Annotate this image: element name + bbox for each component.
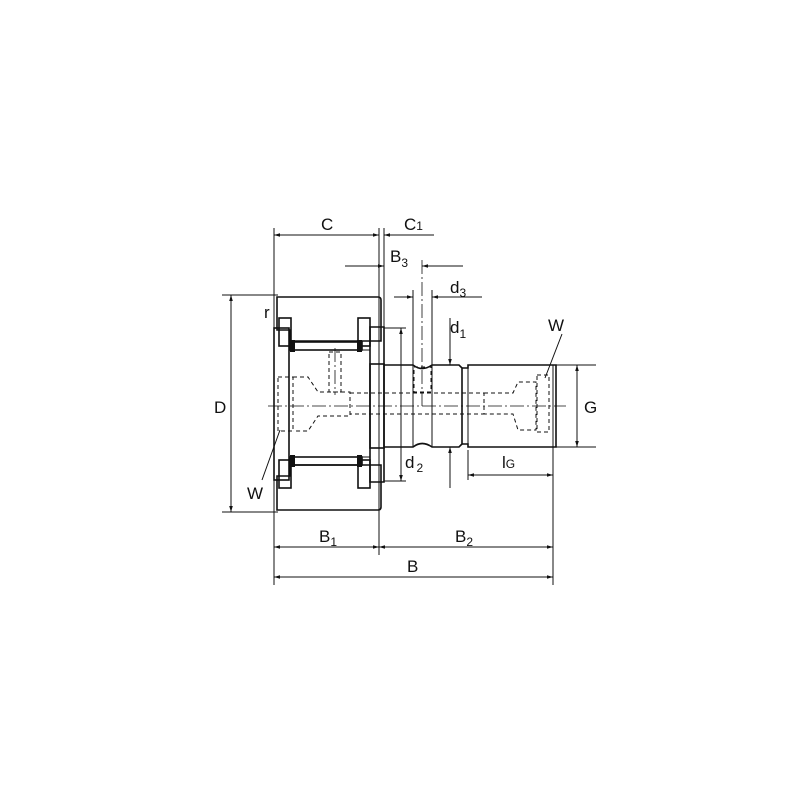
label-C1: C1 — [404, 215, 423, 234]
side-washer — [273, 327, 290, 481]
label-W-bottom: W — [247, 484, 263, 503]
flange-plate — [369, 326, 385, 483]
label-G: G — [584, 398, 597, 417]
label-B3: B3 — [390, 247, 408, 270]
label-D: D — [214, 398, 226, 417]
label-r: r — [264, 303, 270, 322]
label-W-top: W — [548, 316, 564, 335]
label-d1: d1 — [450, 318, 466, 341]
label-lG: lG — [502, 453, 515, 472]
hidden-lines — [277, 351, 550, 433]
label-B2: B2 — [455, 527, 473, 549]
label-B: B — [407, 557, 418, 576]
dimension-lines — [229, 233, 579, 579]
label-B1: B1 — [319, 527, 337, 549]
needle-rollers — [289, 340, 363, 467]
outer-ring — [276, 296, 382, 511]
extension-lines — [222, 228, 596, 585]
label-C: C — [321, 215, 333, 234]
label-d3: d3 — [450, 278, 466, 300]
